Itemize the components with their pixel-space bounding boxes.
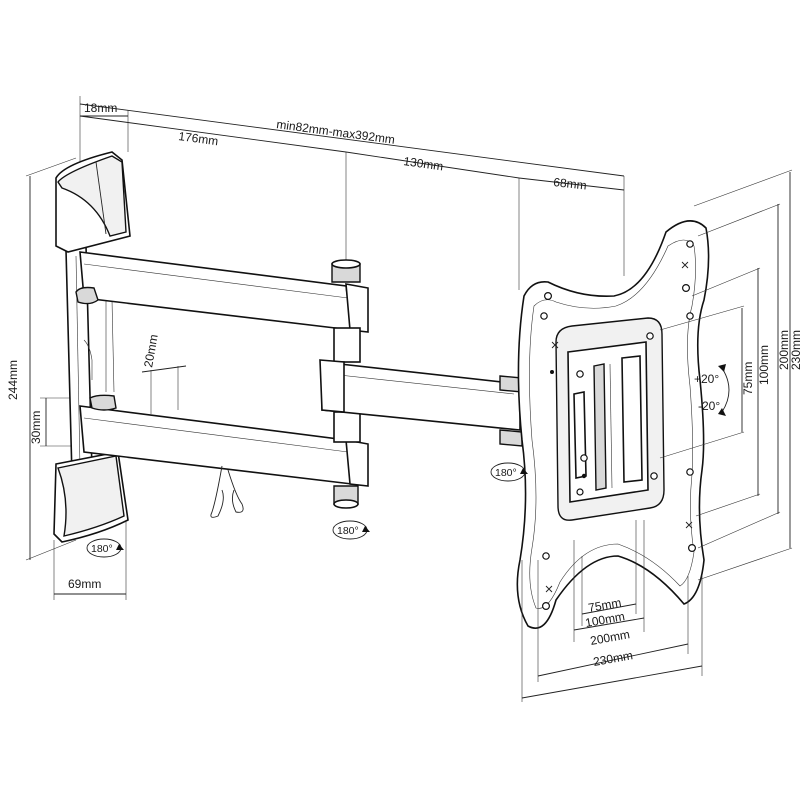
dim-first-arm: 176mm [178, 129, 220, 148]
wall-plate [53, 151, 131, 543]
vesa-holes [540, 240, 696, 610]
dim-vesa-h-100: 100mm [584, 609, 626, 630]
arm-pivot [331, 259, 361, 509]
dim-vesa-v-230: 230mm [789, 330, 800, 370]
dim-vesa-v-100: 100mm [757, 345, 771, 385]
rotate-icon-wall [86, 538, 124, 558]
top-dimensions [79, 96, 625, 290]
dim-arm-gap: 20mm [141, 333, 161, 368]
rotation-head-label: 180° [495, 467, 517, 479]
dim-vesa-v-75: 75mm [741, 362, 755, 395]
vesa-vertical-dimensions [659, 169, 793, 581]
dim-extension-range: min82mm-max392mm [276, 117, 396, 147]
first-arm-upper [75, 251, 369, 333]
dim-wall-plate-width: 69mm [68, 577, 101, 591]
dim-vesa-h-200: 200mm [589, 627, 631, 648]
rotate-icon-head [490, 462, 528, 482]
dim-vesa-h-75: 75mm [587, 595, 622, 615]
first-arm-lower [79, 394, 369, 487]
dim-wall-plate-height: 244mm [6, 360, 20, 400]
dim-second-arm: 130mm [403, 154, 445, 173]
tilt-up-label: +20° [694, 372, 719, 386]
second-arm [319, 359, 523, 447]
vesa-horizontal-dimensions [521, 520, 703, 702]
dim-wall-plate-depth: 18mm [84, 101, 117, 115]
dim-arm-height: 30mm [29, 411, 43, 444]
rotation-arm-label: 180° [337, 525, 359, 537]
cable-hook [210, 465, 244, 518]
tilt-arrow-icon [718, 364, 730, 416]
dim-vesa-v-200: 200mm [777, 330, 791, 370]
tilt-down-label: -20° [698, 399, 720, 413]
vesa-plate [516, 220, 710, 629]
rotate-icon-arm [332, 520, 370, 540]
dim-vesa-h-230: 230mm [592, 648, 634, 669]
rotation-wall-label: 180° [91, 543, 113, 555]
dim-tilt-head: 68mm [553, 175, 588, 192]
